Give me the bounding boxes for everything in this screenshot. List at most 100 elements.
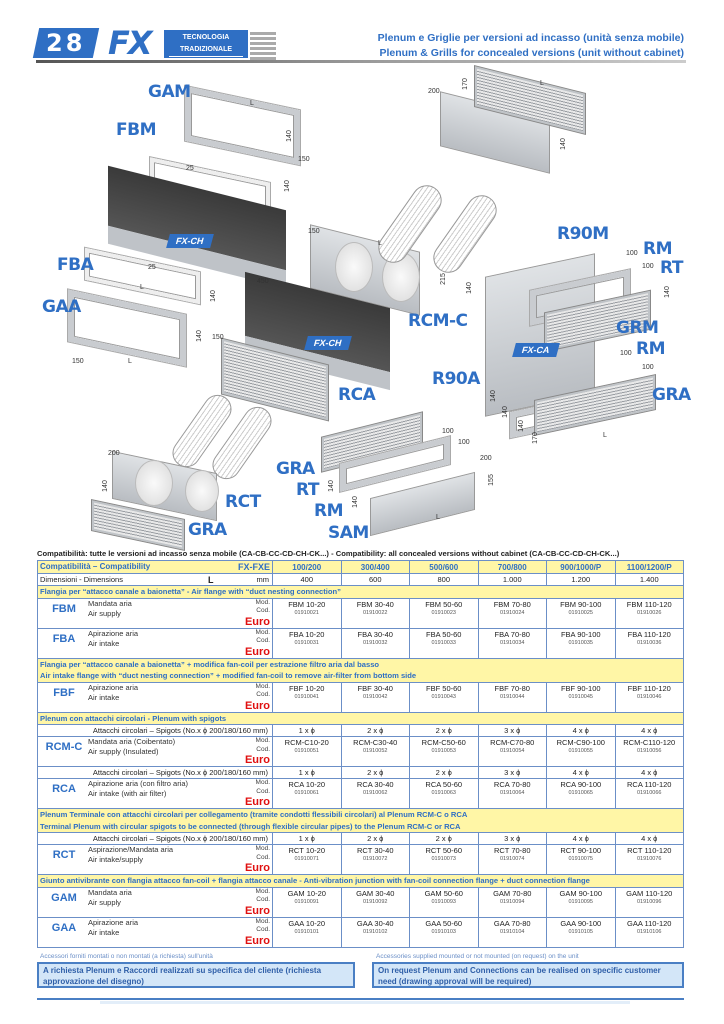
dim-150: 150 [72,358,84,365]
mod-label: Mod. [255,917,270,925]
model-code: 01910021 [294,609,319,616]
spigots-value: 1 x ϕ [272,832,342,845]
label-gaa: GAA [42,297,81,317]
spigots-value: 2 x ϕ [409,724,479,737]
cod-label: Cod. [256,637,270,644]
description-it: Apirazione aria [88,917,139,927]
dim-170: 170 [531,432,539,444]
section-title-line: Plenum Terminale con attacchi circolari … [40,810,468,819]
description-it: Apirazione aria [88,682,139,692]
model-code: 01910035 [568,639,593,646]
dim-450: 450 [257,278,269,285]
model-name: RCT 110-120 [627,846,672,855]
dim-140: 140 [283,180,291,192]
description-en: Air intake [88,927,120,937]
cod-label: Cod. [256,745,270,753]
spigots-value: 4 x ϕ [614,832,684,845]
label-gra-mid: GRA [276,459,315,479]
model-name: RCM-C70-80 [490,738,535,747]
label-fbm: FBM [116,120,157,140]
page-title: Plenum e Griglie per versioni ad incasso… [378,31,684,61]
dimension-value: 800 [409,573,479,586]
size-header: 700/800 [477,560,547,574]
badge-fx-ch: FX-CH [166,234,214,248]
model-code: 01910055 [568,748,593,754]
dim-215: 215 [439,273,447,285]
dim-100: 100 [458,439,470,446]
custom-request-note-en: On request Plenum and Connections can be… [372,962,684,988]
size-header: 900/1000/P [546,560,616,574]
spigots-value: 4 x ϕ [614,724,684,737]
model-name: FBF 50-60 [426,683,462,693]
badge-fx-ca: FX-CA [512,343,560,357]
mod-label: Mod. [255,598,270,606]
model-code: 01910073 [431,856,456,862]
model-code: 01910104 [500,928,525,935]
product-code: GAM [51,891,77,904]
compat-label: Compatibilità – Compatibility [40,562,151,571]
size-header: 100/200 [272,560,342,574]
model-code: 01910042 [363,693,388,700]
header-divider [36,60,686,63]
dim-140: 140 [195,330,203,342]
dim-100: 100 [620,350,632,357]
dim-150: 150 [212,334,224,341]
description-en: Air intake [88,692,120,702]
model-name: FBA 70-80 [494,629,530,639]
spigots-value: 4 x ϕ [546,832,616,845]
model-name: FBM 110-120 [626,599,672,609]
dim-150: 150 [308,228,320,235]
description-en: Air supply (Insulated) [88,747,159,756]
label-rm-3: RM [314,501,344,521]
section-header-row: Giunto antivibrante con flangia attacco … [37,874,684,888]
model-name: GAA 90-100 [560,918,602,928]
dim-l: L [378,240,382,247]
label-r90a: R90A [432,369,480,389]
model-name: RCT 30-40 [356,846,394,855]
description-en: Air supply [88,608,121,618]
size-header: 300/400 [340,560,410,574]
model-code: 01910022 [363,609,388,616]
model-code: 01910044 [500,693,525,700]
label-rca: RCA [338,385,376,405]
model-code: 01910026 [637,609,662,616]
technology-badge: TECNOLOGIA TRADIZIONALE TRADITIONAL TECH… [164,30,248,78]
product-description: Apirazione aria (con filtro aria)Air int… [88,779,188,799]
section-title-line: Plenum con attacchi circolari - Plenum w… [40,713,227,723]
model-code: 01910062 [363,790,388,796]
size-header: 500/600 [409,560,479,574]
model-name: RCM-C10-20 [284,738,329,747]
model-name: FBM 50-60 [425,599,463,609]
dim-100: 100 [642,364,654,371]
model-code: 01910024 [500,609,525,616]
compat-header-cell: Compatibilità – Compatibility FX-FXE [37,560,273,574]
cod-label: Cod. [256,607,270,614]
section-title-cell: Flangia per “attacco canale a baionetta”… [37,657,684,683]
model-code: 01910066 [637,790,662,796]
model-code: 01910036 [637,639,662,646]
dim-170: 170 [461,78,469,90]
dim-140: 140 [327,480,335,492]
description-it: Mandata aria [88,887,132,897]
footer-divider [37,998,684,1000]
